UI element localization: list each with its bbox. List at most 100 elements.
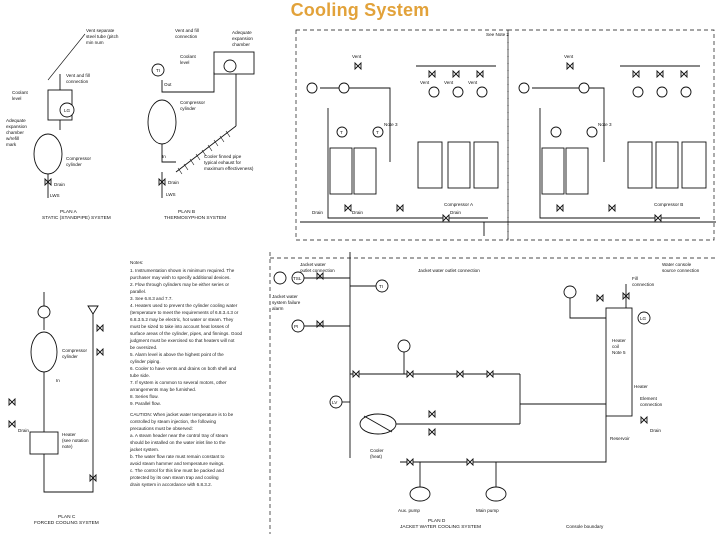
- plan-a-vent-note-line3: min num: [86, 40, 104, 45]
- plan-b-in: In: [162, 154, 166, 159]
- plan-b-caption-1: PLAN B: [178, 209, 195, 215]
- plan-d-drain: Drain: [650, 428, 661, 433]
- plan-d-a-t2: [372, 126, 384, 138]
- plan-d-sys-failure-2: system failure: [272, 300, 301, 305]
- note-line-8: 6.8.3.5.2 may be electric, hot water or …: [130, 317, 234, 322]
- caution-line-3: precautions must be observed:: [130, 426, 193, 431]
- plan-d-jacket-outlet-1: Jacket water: [300, 262, 326, 267]
- note-line-18: arrangements may be furnished.: [130, 387, 196, 392]
- plan-a-lwc: LWS: [50, 193, 60, 198]
- plan-d-cooler-2: (heat): [370, 454, 382, 459]
- plan-d-b-cylinder-2: [565, 147, 589, 195]
- plan-d-water-console-2: source connection: [662, 268, 700, 273]
- plan-b-adequate-2: expansion: [232, 36, 253, 41]
- plan-d-a-cylinder-3: [417, 141, 443, 189]
- plan-d-reservoir: Reservoir: [610, 436, 630, 441]
- plan-d-jacket-outlet-2: outlet connection: [300, 268, 335, 273]
- plan-c-compressor-2: cylinder: [62, 354, 78, 359]
- plan-b-thermosyphon-system: Vent and fill connection Coolant level A…: [147, 28, 255, 221]
- plan-d-console-boundary: Console boundary: [566, 524, 604, 529]
- plan-c-compressor-cylinder: [30, 331, 58, 373]
- plan-a-caption-2: STATIC (STANDPIPE) SYSTEM: [42, 215, 111, 221]
- note-line-4: parallel.: [130, 289, 146, 294]
- plan-c-forced-system: Compressor cylinder In Drain Heater (see…: [8, 292, 104, 526]
- note-line-6: 4. Heaters used to prevent the cylinder …: [130, 303, 238, 308]
- plan-d-b-vent: Vent: [564, 54, 574, 59]
- plan-c-ti: [37, 305, 51, 319]
- plan-a-vent-fill-2: connection: [66, 79, 89, 84]
- caution-line-10: protected by its own steam trap and cool…: [130, 475, 219, 480]
- note-line-2: purchaser may wish to specify additional…: [130, 275, 231, 280]
- plan-d-jacket-water-console: Jacket water outlet connection Jacket wa…: [269, 252, 716, 534]
- plan-a-static-system: Vent separate steel tube (pitch min num …: [6, 28, 119, 221]
- plan-b-ti-tag: TI: [156, 68, 160, 73]
- plan-a-adequate-2: expansion: [6, 124, 27, 129]
- caution-line-1: CAUTION: When jacket water temperature i…: [130, 412, 234, 417]
- plan-b-cooler-3: maximum effectiveness): [204, 166, 254, 171]
- plan-d-heater-vessel-3: Note 5: [612, 350, 626, 355]
- svg-text:Vent: Vent: [420, 80, 430, 85]
- plan-d-b-pressure-gauge: [518, 82, 530, 94]
- plan-c-compressor-1: Compressor: [62, 348, 87, 353]
- caution-line-5: should be installed on the water inlet l…: [130, 440, 226, 445]
- plan-d-heater: Heater: [634, 384, 648, 389]
- plan-a-lg-instrument: [59, 102, 75, 118]
- caution-line-9: c. The control for this line must be pac…: [130, 468, 224, 473]
- plan-d-reservoir-vessel: [605, 307, 633, 417]
- plan-d-fill-2: connection: [632, 282, 655, 287]
- slide-title: Cooling System: [290, 0, 430, 20]
- plan-b-lg-instrument: [223, 59, 237, 73]
- plan-d-caption-1: PLAN D: [428, 518, 446, 524]
- plan-d-sys-failure-3: alarm: [272, 306, 284, 311]
- plan-a-compressor-2: cylinder: [66, 162, 82, 167]
- plan-a-vent-fill: Vent and fill: [66, 73, 90, 78]
- plan-b-compressor-2: cylinder: [180, 106, 196, 111]
- plan-a-coolant-1: Coolant: [12, 90, 29, 95]
- plan-a-compressor-1: Compressor: [66, 156, 91, 161]
- plan-a-caption-1: PLAN A: [60, 209, 78, 215]
- plan-b-coolant-2: level: [180, 60, 189, 65]
- caution-line-2: controlled by steam injection, the follo…: [130, 419, 216, 424]
- plan-a-adequate-4: w/refill: [6, 136, 19, 141]
- plan-d-sys-failure-1: Jacket water: [272, 294, 298, 299]
- plan-d-t-control: [397, 339, 411, 353]
- plan-c-heater-3: note): [62, 444, 73, 449]
- plan-d-b-t1: [550, 126, 562, 138]
- plan-d-a-cylinder-5: [473, 141, 499, 189]
- plan-d-jacket-outlet-3: Jacket water outlet connection: [418, 268, 480, 273]
- note-line-14: cylinder piping.: [130, 359, 161, 364]
- plan-c-heater: [29, 431, 59, 455]
- plan-d-b-ti: [578, 82, 590, 94]
- plan-d-tsl-tag: TSL: [293, 276, 302, 281]
- plan-d-a-instrument-cluster: Vent Vent Vent: [416, 65, 496, 98]
- plan-d-aux-pump-label: Aux. pump: [398, 508, 420, 513]
- plan-d-a-cylinder-4: [447, 141, 471, 189]
- plan-d-a-ti: [338, 82, 350, 94]
- plan-d-pi-tag: PI: [294, 324, 298, 329]
- plan-d-note3-a: Note 3: [384, 122, 398, 127]
- plan-d-b-cylinder-3: [627, 141, 653, 189]
- note-line-16: tube side.: [130, 373, 150, 378]
- plan-a-adequate-3: chamber: [6, 130, 24, 135]
- plan-d-tsl-alarm: [273, 271, 287, 285]
- note-line-19: 8. Series flow.: [130, 394, 159, 399]
- note-line-15: 6. Cooler to have vents and drains on bo…: [130, 366, 237, 371]
- plan-d-element-2: connection: [640, 402, 663, 407]
- plan-d-see-note: See Note 2: [486, 32, 509, 37]
- plan-b-drain: Drain: [168, 180, 179, 185]
- plan-d-compressor-a: Compressor A: [444, 202, 474, 207]
- plan-c-caption-2: FORCED COOLING SYSTEM: [34, 520, 99, 526]
- plan-b-lwc: LWS: [166, 192, 176, 197]
- plan-d-main-pump: [485, 486, 507, 502]
- plan-d-pg: [563, 285, 577, 299]
- plan-d-fill-1: Fill: [632, 276, 638, 281]
- plan-b-compressor-cylinder: [147, 99, 177, 145]
- note-line-3: 2. Flow through cylinders may be either …: [130, 282, 230, 287]
- plan-d-a-t1-tag: T: [340, 130, 343, 135]
- caution-line-7: b. The water flow rate must remain const…: [130, 454, 225, 459]
- plan-b-cooler-1: Cooler finned pipe: [204, 154, 242, 159]
- plan-d-b-instrument-cluster: [620, 65, 700, 98]
- plan-b-vent-fill: Vent and fill: [175, 28, 199, 33]
- plan-d-compressor-a-boundary: [295, 29, 509, 241]
- plan-c-heater-1: Heater: [62, 432, 76, 437]
